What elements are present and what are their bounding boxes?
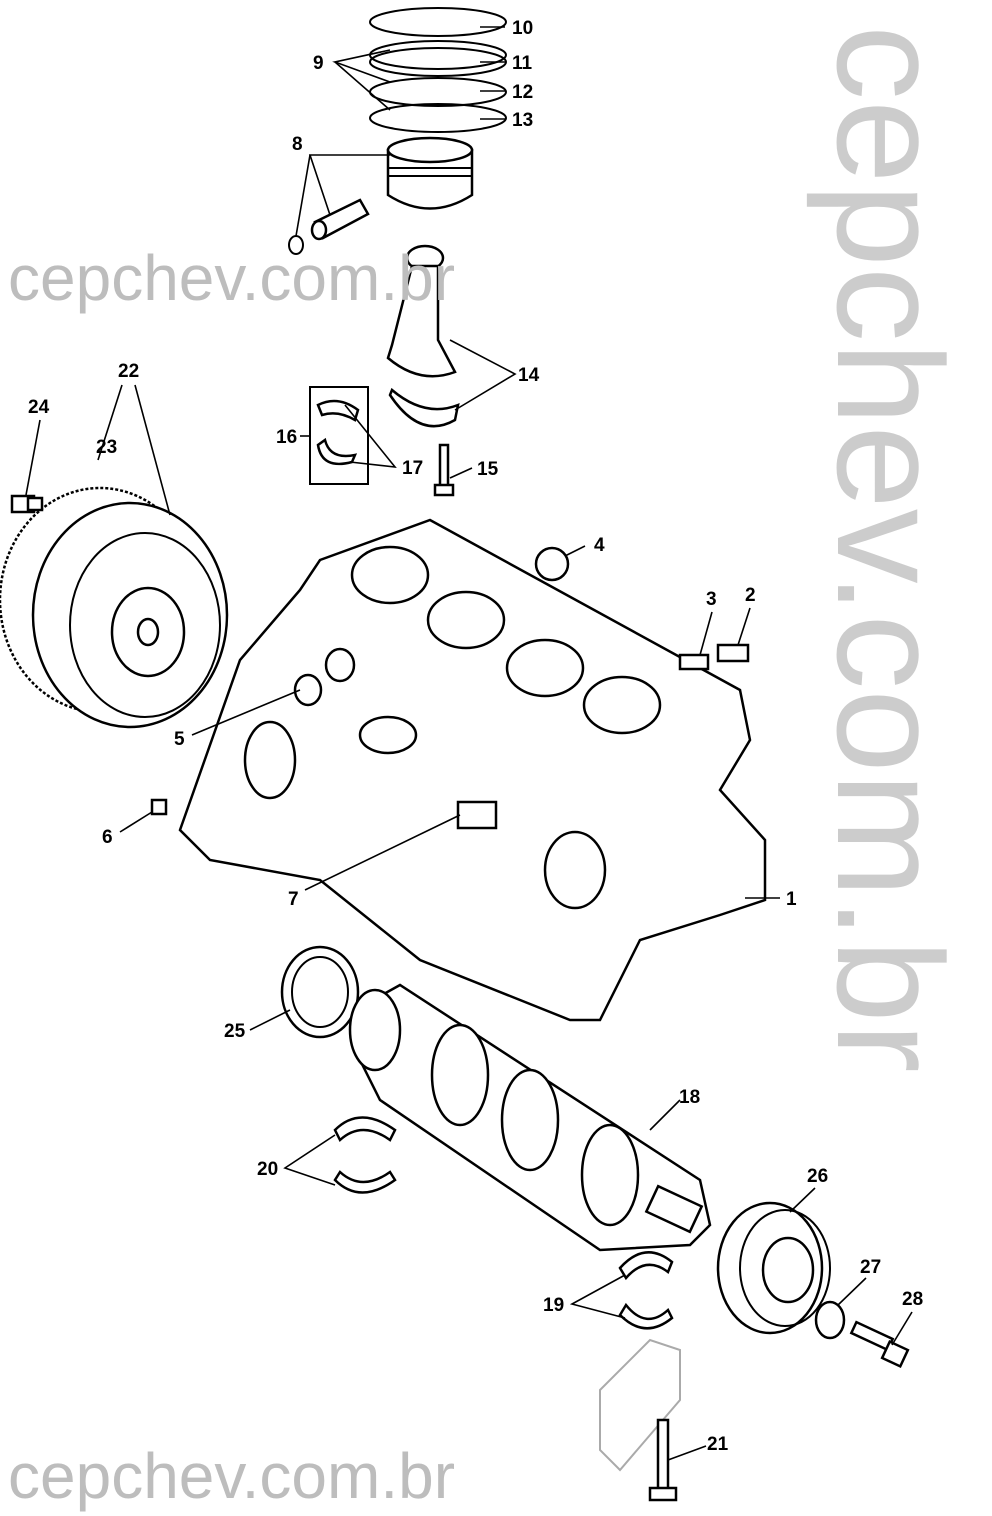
piston [386, 136, 474, 210]
main-bearing-cap [599, 1338, 681, 1472]
callout-14: 14 [518, 365, 540, 386]
callout-17: 17 [402, 458, 423, 479]
connecting-rod [386, 244, 460, 428]
callout-3: 3 [706, 589, 717, 610]
rod-bolt [433, 443, 455, 497]
callout-1: 1 [786, 889, 797, 910]
callout-8: 8 [292, 134, 303, 155]
callout-25: 25 [224, 1021, 246, 1042]
callout-26: 26 [807, 1166, 828, 1187]
rear-seal [280, 945, 360, 1039]
watermark-diagonal: cepchev.com.br [806, 25, 974, 1073]
callout-18: 18 [679, 1087, 700, 1108]
crankshaft [348, 983, 712, 1252]
watermark-top: cepchev.com.br [8, 242, 455, 314]
plugs [150, 643, 750, 830]
callout-28: 28 [902, 1289, 923, 1310]
washer [814, 1300, 846, 1340]
callout-23: 23 [96, 437, 117, 458]
callout-11: 11 [512, 53, 533, 74]
rod-bearings [309, 386, 369, 485]
callout-6: 6 [102, 827, 113, 848]
callout-2: 2 [745, 585, 756, 606]
leader-lines [25, 26, 913, 1461]
callout-13: 13 [512, 110, 533, 131]
callout-21: 21 [707, 1434, 729, 1455]
callout-7: 7 [288, 889, 299, 910]
main-cap-bolt [648, 1418, 678, 1502]
callout-20: 20 [257, 1159, 278, 1180]
callout-22: 22 [118, 361, 139, 382]
main-bearings-upper [333, 1116, 397, 1194]
callout-16: 16 [276, 427, 297, 448]
callout-15: 15 [477, 459, 499, 480]
crankshaft-pulley [716, 1201, 831, 1335]
watermark-bottom: cepchev.com.br [8, 1440, 455, 1512]
callout-10: 10 [512, 18, 533, 39]
callout-9: 9 [313, 53, 324, 74]
cylinder-block [178, 518, 767, 1022]
main-bearings-lower [618, 1251, 674, 1330]
oil-gallery-plug [534, 546, 570, 582]
flywheel [0, 486, 229, 729]
callout-5: 5 [174, 729, 185, 750]
piston-pin [288, 198, 370, 255]
callout-27: 27 [860, 1257, 881, 1278]
callout-19: 19 [543, 1295, 564, 1316]
callout-24: 24 [28, 397, 50, 418]
pulley-bolt [849, 1320, 910, 1369]
callout-12: 12 [512, 82, 533, 103]
callout-4: 4 [594, 535, 605, 556]
flywheel-bolt [10, 494, 44, 514]
